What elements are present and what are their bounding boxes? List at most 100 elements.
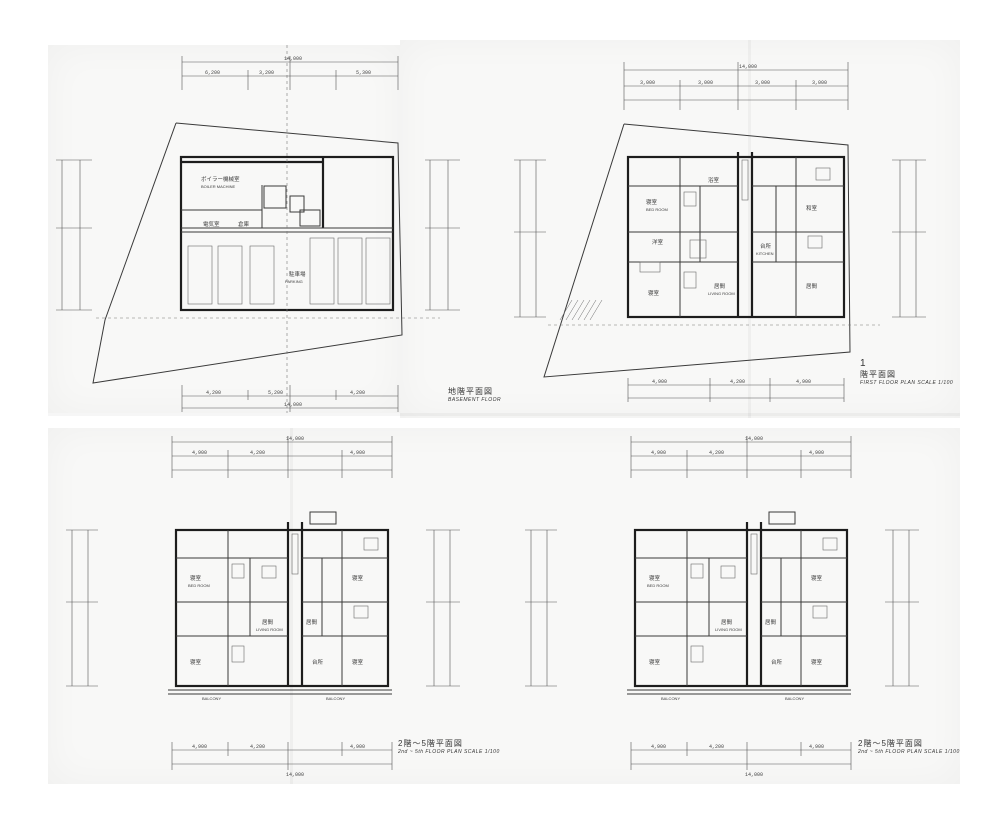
dim-label: 4,900	[796, 379, 811, 385]
room-label: 台所	[312, 658, 324, 666]
dim-label: 14,000	[745, 436, 763, 442]
first-floor-outer-wall	[626, 155, 846, 319]
room-label-en: BED ROOM	[647, 583, 669, 588]
dim-label: 14,000	[284, 402, 302, 408]
room-label: 居間	[262, 619, 274, 626]
room-label: 寝室	[811, 658, 823, 666]
dim-label: 4,900	[809, 744, 824, 750]
room-label-en: BOILER MACHINE	[201, 184, 236, 189]
room-label: 居間	[806, 283, 818, 290]
dim-label: 4,200	[250, 744, 265, 750]
caption-subtitle: FIRST FLOOR PLAN SCALE 1/100	[860, 380, 954, 386]
room-label: 寝室	[648, 289, 660, 297]
balcony-label: BALCONY	[661, 696, 680, 701]
dim-label: 4,900	[350, 744, 365, 750]
room-label: 台所	[760, 242, 772, 250]
dimension-lines-bottom	[627, 378, 845, 402]
dim-label: 4,900	[350, 450, 365, 456]
upper-floor-outer-wall	[633, 528, 849, 688]
dim-label: 4,900	[652, 379, 667, 385]
dim-label: 4,200	[350, 390, 365, 396]
dimension-lines-left	[56, 159, 92, 311]
dimension-lines-bottom	[171, 742, 393, 770]
room-label: 居間	[765, 619, 777, 626]
drawing-sheet-basement	[48, 45, 400, 413]
dim-label: 3,200	[259, 70, 274, 76]
dimension-lines-top	[630, 436, 852, 478]
caption-subtitle: BASEMENT FLOOR	[448, 397, 502, 403]
dim-label: 3,000	[812, 80, 827, 86]
caption-title: 2階～5階平面図	[858, 739, 923, 748]
dim-label: 4,900	[809, 450, 824, 456]
dim-label: 3,000	[698, 80, 713, 86]
balcony-label: BALCONY	[785, 696, 804, 701]
room-label-en: LIVING ROOM	[708, 291, 735, 296]
caption-subtitle: 2nd ~ 5th FLOOR PLAN SCALE 1/100	[858, 749, 960, 755]
room-label: 寝室	[811, 574, 823, 582]
drawing-sheet-upper-floors	[48, 428, 960, 784]
dim-label: 14,000	[286, 436, 304, 442]
dim-label: 4,900	[651, 450, 666, 456]
dim-label: 4,900	[651, 744, 666, 750]
dimension-lines-left	[66, 529, 98, 687]
room-label: 浴室	[708, 176, 720, 184]
dim-label: 4,200	[730, 379, 745, 385]
dim-label: 3,000	[755, 80, 770, 86]
dim-label: 6,200	[205, 70, 220, 76]
dimension-lines-top	[623, 62, 849, 110]
caption-title: 2階～5階平面図	[398, 739, 463, 748]
dimension-lines-bottom	[181, 385, 399, 412]
caption-first-floor: 1 階平面図 FIRST FLOOR PLAN SCALE 1/100	[860, 358, 953, 386]
room-label: 倉庫	[238, 220, 250, 228]
dimension-lines-left	[525, 529, 557, 687]
room-label: ボイラー機械室	[201, 175, 240, 183]
caption-upper-floors-b: 2階～5階平面図 2nd ~ 5th FLOOR PLAN SCALE 1/10…	[858, 738, 960, 755]
room-label: 寝室	[352, 658, 364, 666]
caption-basement: 地階平面図 BASEMENT FLOOR	[448, 386, 501, 403]
dimension-lines-top	[171, 436, 393, 478]
basement-plan: ボイラー機械室 BOILER MACHINE 電気室 倉庫 駐車場 PARKIN…	[56, 45, 460, 413]
dimension-lines-right	[425, 159, 460, 311]
room-label: 寝室	[649, 574, 661, 582]
caption-upper-floors-a: 2階～5階平面図 2nd ~ 5th FLOOR PLAN SCALE 1/10…	[398, 738, 500, 755]
room-label: 洋室	[652, 238, 664, 246]
room-label: 和室	[806, 204, 818, 212]
fixtures	[639, 159, 831, 289]
dimension-lines-top	[181, 56, 399, 90]
dim-label: 4,900	[192, 450, 207, 456]
room-label-en: PARKING	[285, 279, 303, 284]
parking-stalls	[187, 237, 391, 305]
site-boundary	[543, 123, 851, 378]
site-boundary	[92, 122, 403, 384]
room-label: 寝室	[646, 198, 658, 206]
dim-label: 3,000	[640, 80, 655, 86]
room-label: 寝室	[190, 658, 202, 666]
dim-label: 14,000	[739, 64, 757, 70]
dim-label: 4,900	[192, 744, 207, 750]
room-label: 居間	[306, 619, 318, 626]
room-label: 寝室	[649, 658, 661, 666]
dimension-lines-right	[892, 159, 926, 318]
room-label-en: LIVING ROOM	[256, 627, 283, 632]
dimension-lines-bottom	[630, 742, 852, 770]
first-floor-plan: 寝室 BED ROOM 洋室 居間 LIVING ROOM 台所 KITCHEN…	[514, 62, 926, 402]
caption-title: 地階平面図	[448, 387, 493, 396]
dim-label: 4,200	[206, 390, 221, 396]
dim-label: 14,000	[745, 772, 763, 778]
dim-label: 5,200	[268, 390, 283, 396]
upper-floor-outer-wall	[174, 528, 390, 688]
fixtures	[690, 533, 838, 663]
room-label: 寝室	[190, 574, 202, 582]
room-label: 電気室	[203, 220, 220, 228]
fixtures	[231, 533, 379, 663]
room-label: 駐車場	[289, 270, 306, 278]
dim-label: 14,000	[284, 56, 302, 62]
dimension-lines-right	[885, 529, 919, 687]
balcony-label: BALCONY	[202, 696, 221, 701]
room-label: 居間	[714, 283, 726, 290]
upper-floor-plan-a: 寝室 BED ROOM 寝室 居間 LIVING ROOM 居間 台所 寝室 寝…	[66, 436, 460, 778]
dim-label: 4,200	[709, 744, 724, 750]
dimension-lines-left	[514, 159, 546, 318]
upper-floor-plan-b: 寝室 BED ROOM 寝室 居間 LIVING ROOM 居間 台所 寝室 寝…	[525, 436, 919, 778]
